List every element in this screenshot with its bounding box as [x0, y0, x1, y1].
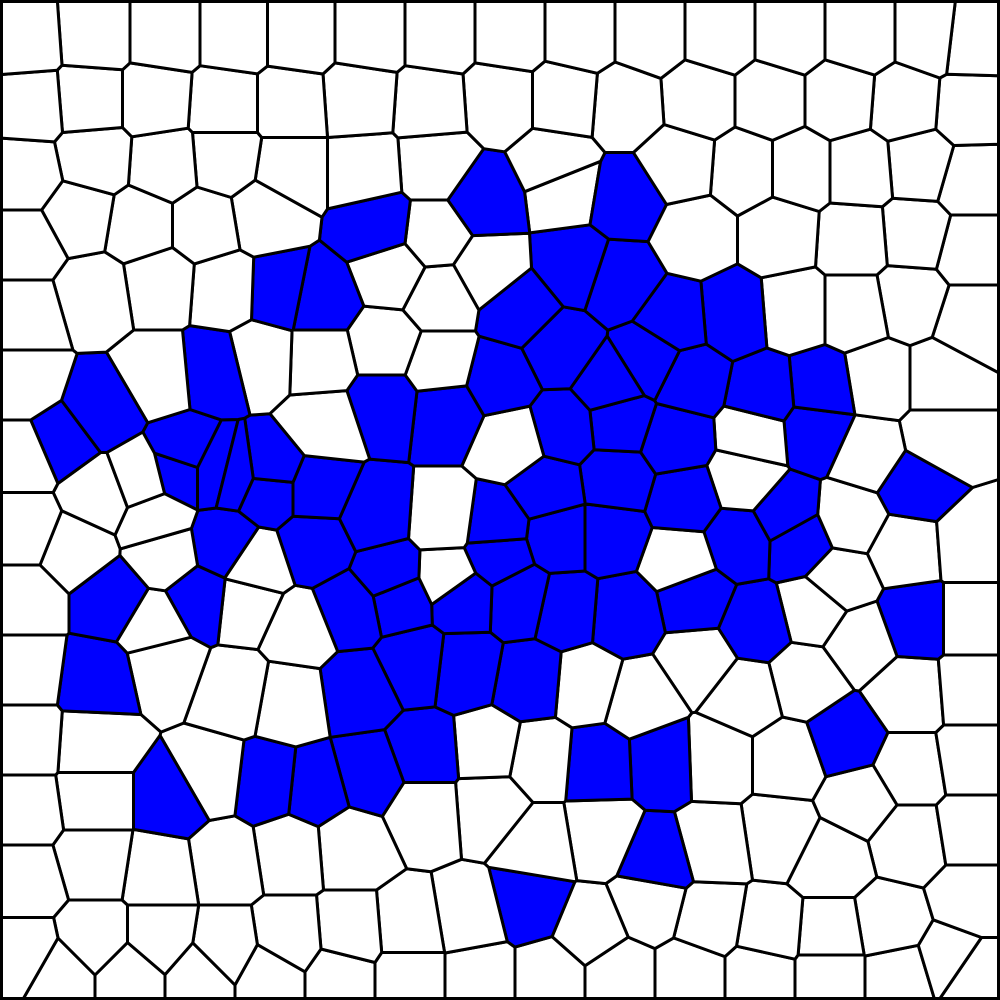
cell-empty[interactable]	[793, 953, 867, 1000]
cell-empty[interactable]	[683, 0, 757, 77]
cell-empty[interactable]	[823, 273, 890, 355]
cell-empty[interactable]	[531, 59, 599, 139]
cell-empty[interactable]	[0, 0, 64, 76]
cell-empty[interactable]	[759, 265, 827, 358]
cell-empty[interactable]	[753, 0, 827, 77]
cell-empty[interactable]	[373, 951, 447, 1000]
cell-empty[interactable]	[55, 63, 124, 134]
cell-empty[interactable]	[880, 196, 953, 271]
cell-empty[interactable]	[893, 0, 957, 80]
cell-empty[interactable]	[823, 0, 897, 77]
cell-filled[interactable]	[699, 262, 769, 363]
cell-empty[interactable]	[121, 61, 194, 139]
cell-empty[interactable]	[128, 0, 202, 74]
cell-empty[interactable]	[936, 653, 1000, 727]
cell-empty[interactable]	[934, 72, 1000, 147]
cell-filled[interactable]	[433, 630, 505, 717]
cell-empty[interactable]	[942, 581, 1000, 657]
cell-empty[interactable]	[407, 464, 478, 552]
cell-empty[interactable]	[0, 703, 64, 777]
cell-empty[interactable]	[55, 0, 132, 72]
cell-empty[interactable]	[771, 124, 832, 213]
cell-empty[interactable]	[828, 127, 895, 209]
cell-empty[interactable]	[391, 64, 469, 140]
cell-empty[interactable]	[403, 0, 477, 76]
cell-empty[interactable]	[186, 64, 259, 134]
cell-empty[interactable]	[814, 201, 889, 277]
cell-empty[interactable]	[613, 0, 687, 80]
cell-empty[interactable]	[934, 723, 1000, 797]
cell-empty[interactable]	[54, 771, 135, 832]
cell-empty[interactable]	[796, 896, 866, 957]
cell-filled[interactable]	[787, 343, 857, 417]
cell-empty[interactable]	[708, 125, 774, 218]
cell-empty[interactable]	[473, 0, 547, 74]
cell-empty[interactable]	[461, 61, 534, 154]
cell-empty[interactable]	[251, 812, 325, 897]
cell-empty[interactable]	[256, 64, 329, 139]
cell-empty[interactable]	[315, 888, 384, 964]
cell-empty[interactable]	[543, 0, 617, 75]
cell-empty[interactable]	[934, 793, 1000, 867]
cell-empty[interactable]	[0, 633, 69, 707]
cell-empty[interactable]	[0, 773, 66, 847]
cell-empty[interactable]	[0, 68, 64, 144]
cell-empty[interactable]	[266, 0, 337, 76]
cell-empty[interactable]	[198, 0, 269, 76]
cell-empty[interactable]	[333, 0, 407, 74]
cell-empty[interactable]	[120, 827, 201, 907]
cell-empty[interactable]	[288, 328, 360, 397]
cell-empty[interactable]	[321, 61, 399, 139]
